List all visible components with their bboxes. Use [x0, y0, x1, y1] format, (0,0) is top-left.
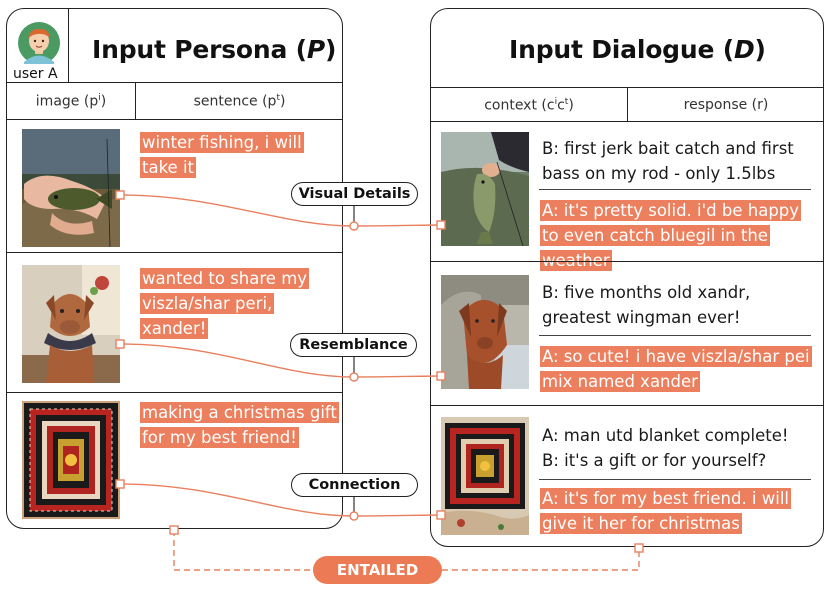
row-divider-2 — [431, 405, 823, 406]
column-header-context: context (cict) — [484, 97, 574, 114]
user-avatar-icon — [18, 22, 60, 64]
entailed-badge: ENTAILED — [313, 556, 442, 584]
context-response-separator-1 — [539, 189, 811, 190]
input-persona-panel: user A Input Persona (P) image (pi) sent… — [6, 8, 343, 529]
persona-sentence-1: winter fishing, i will take it — [140, 132, 304, 178]
dialogue-context-3a: A: man utd blanket complete! — [542, 426, 789, 445]
row-divider-2 — [7, 392, 342, 393]
column-header-divider — [7, 119, 342, 120]
input-dialogue-panel: Input Dialogue (D) context (cict) respon… — [430, 8, 824, 547]
row-divider-1 — [7, 252, 342, 253]
dialogue-image-blanket — [441, 417, 529, 535]
resemblance-label: Resemblance — [290, 333, 417, 357]
column-header-divider — [431, 121, 823, 122]
header-divider — [7, 82, 342, 83]
user-label: user A — [13, 66, 58, 82]
persona-image-dog — [22, 265, 120, 383]
persona-title: Input Persona (P) — [92, 35, 337, 64]
dialogue-context-2: B: five months old xandr, greatest wingm… — [542, 283, 751, 327]
persona-sentence-3: making a christmas gift for my best frie… — [140, 402, 339, 448]
column-header-image: image (pi) — [35, 93, 107, 110]
visual-details-label: Visual Details — [291, 182, 418, 206]
context-response-separator-2 — [539, 335, 811, 336]
persona-image-fish — [22, 129, 120, 247]
persona-image-blanket — [22, 401, 120, 519]
dialogue-response-2: A: so cute! i have viszla/shar pei mix n… — [540, 346, 812, 392]
row-divider-1 — [431, 261, 823, 262]
dialogue-response-3: A: it's for my best friend. i will give … — [540, 488, 792, 534]
column-divider — [627, 87, 628, 121]
avatar-divider — [68, 9, 69, 82]
dialogue-image-dog — [441, 275, 529, 389]
column-header-sentence: sentence (pt) — [193, 93, 286, 110]
persona-sentence-2: wanted to share my viszla/shar peri, xan… — [140, 268, 310, 339]
dialogue-context-3b: B: it's a gift or for yourself? — [542, 451, 767, 470]
dialogue-image-bass — [441, 132, 529, 246]
dialogue-context-1: B: first jerk bait catch and first bass … — [542, 139, 794, 183]
context-response-separator-3 — [539, 479, 811, 480]
column-divider — [135, 82, 136, 119]
column-header-response: response (r) — [683, 97, 769, 113]
dialogue-response-1: A: it's pretty solid. i'd be happy to ev… — [540, 200, 802, 271]
dialogue-title: Input Dialogue (D) — [509, 35, 766, 64]
connection-label: Connection — [291, 473, 418, 497]
